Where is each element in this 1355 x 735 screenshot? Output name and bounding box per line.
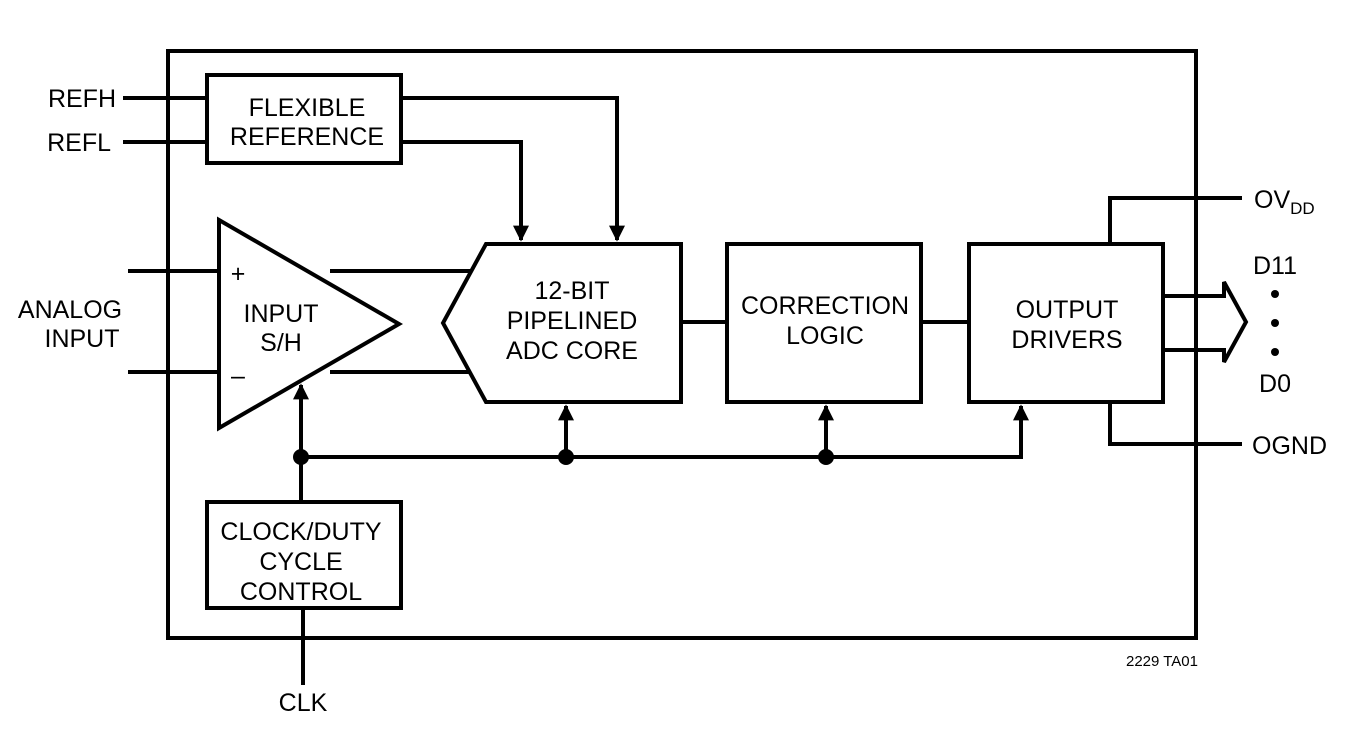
- figure-code: 2229 TA01: [1126, 653, 1198, 670]
- amp-minus-sign: –: [231, 362, 245, 390]
- clock-duty-cycle-block: [205, 500, 403, 610]
- output-drivers-label-1: OUTPUT: [1016, 296, 1119, 324]
- d11-pin-label: D11: [1253, 252, 1297, 280]
- clock-junction-2: [558, 449, 574, 465]
- clock-duty-label-3: CONTROL: [240, 578, 362, 606]
- ovdd-pin-label: OVDD: [1254, 186, 1315, 218]
- refl-pin-label: REFL: [47, 129, 111, 157]
- clk-pin-label: CLK: [279, 689, 328, 717]
- bus-ellipsis-dot: [1271, 319, 1279, 327]
- flexible-reference-block: [205, 73, 403, 165]
- clock-junction-1: [293, 449, 309, 465]
- adc-core-label-2: PIPELINED: [507, 307, 638, 335]
- refh-pin-label: REFH: [48, 85, 116, 113]
- flexible-reference-label-2: REFERENCE: [230, 123, 384, 151]
- adc-core-label-3: ADC CORE: [506, 337, 638, 365]
- output-drivers-label-2: DRIVERS: [1011, 326, 1122, 354]
- ref-to-adc-wire-1: [401, 96, 625, 242]
- ovdd-subscript: DD: [1290, 199, 1315, 218]
- ref-to-adc-wire-2: [401, 140, 529, 242]
- ognd-pin-label: OGND: [1252, 432, 1327, 460]
- analog-input-label-line1: ANALOG: [18, 296, 122, 324]
- d0-pin-label: D0: [1259, 370, 1291, 398]
- bus-ellipsis-dot: [1271, 290, 1279, 298]
- flexible-reference-label-1: FLEXIBLE: [249, 94, 366, 122]
- output-drivers-block: [967, 242, 1165, 404]
- correction-logic-label-2: LOGIC: [786, 322, 864, 350]
- input-sh-amplifier: [217, 216, 403, 432]
- correction-logic-block: [725, 242, 923, 404]
- bus-ellipsis-dot: [1271, 348, 1279, 356]
- adc-core-label-1: 12-BIT: [534, 277, 609, 305]
- amp-plus-sign: +: [231, 260, 246, 288]
- adc-core-block: [440, 242, 683, 404]
- input-sh-label-2: S/H: [260, 329, 302, 357]
- clock-duty-label-1: CLOCK/DUTY: [220, 518, 381, 546]
- ovdd-main: OV: [1254, 186, 1290, 214]
- clock-bus-wire: [301, 404, 1029, 459]
- input-sh-label-1: INPUT: [244, 300, 319, 328]
- ognd-wire: [1108, 402, 1242, 446]
- ovdd-wire: [1108, 196, 1242, 244]
- correction-logic-label-1: CORRECTION: [741, 292, 909, 320]
- output-bus-arrow: [1163, 281, 1249, 363]
- chip-boundary: [166, 49, 1198, 640]
- clock-duty-label-2: CYCLE: [259, 548, 342, 576]
- analog-input-label-line2: INPUT: [45, 325, 120, 353]
- clock-junction-3: [818, 449, 834, 465]
